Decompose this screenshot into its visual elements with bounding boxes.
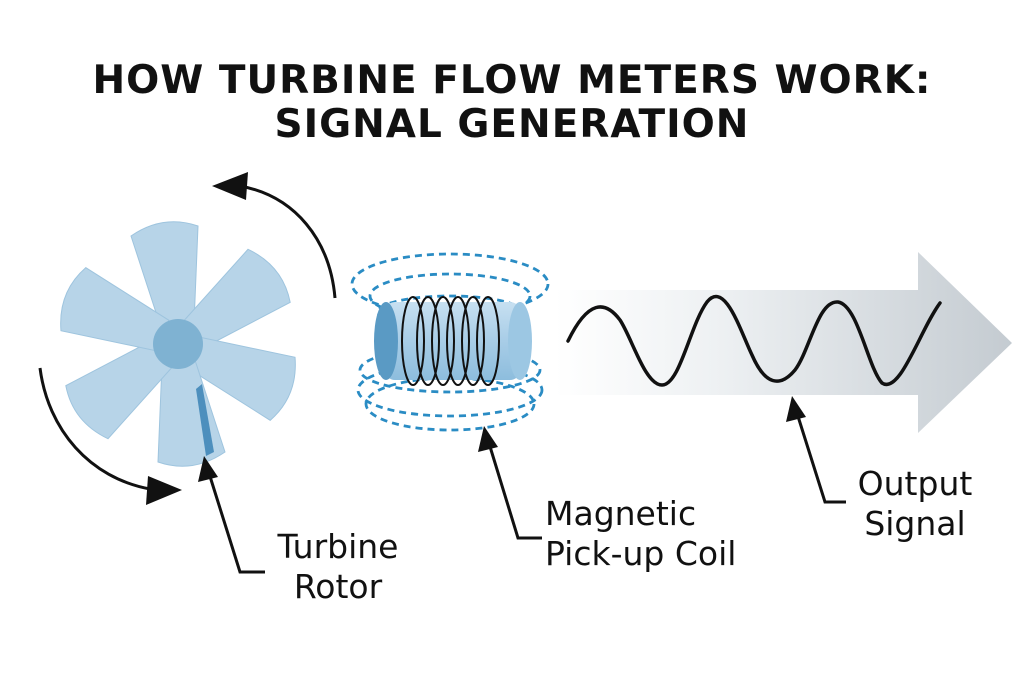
output-signal-label: Output Signal [850, 464, 980, 544]
output-signal-arrow [555, 252, 1012, 433]
pickup-coil [374, 296, 532, 386]
rotor-blade [130, 221, 199, 335]
rotor-blade [65, 339, 178, 440]
coil-windings [401, 296, 500, 386]
output-signal-label-line-2: Signal [864, 504, 966, 543]
coil-core-end [374, 302, 398, 380]
rotation-arrow-top [212, 172, 337, 299]
rotor-blade [60, 267, 170, 353]
rotor-blade-edge [196, 384, 214, 456]
turbine-rotor-label-line-2: Rotor [293, 567, 383, 606]
diagram-title-line-1: HOW TURBINE FLOW METERS WORK: [92, 58, 932, 103]
output-signal-label-line-1: Output [857, 464, 973, 503]
signal-pointer-arrow [786, 396, 846, 504]
rotor-pointer-arrow [198, 456, 265, 574]
coil-pointer-arrow [478, 426, 542, 540]
diagram-title-line-2: SIGNAL GENERATION [274, 102, 750, 147]
pickup-coil-label-line-2: Pick-up Coil [545, 534, 737, 573]
turbine-rotor-label: Turbine Rotor [268, 527, 408, 607]
turbine-rotor [60, 221, 296, 467]
rotor-hub [153, 319, 203, 369]
rotor-blade [178, 248, 291, 349]
pickup-coil-label-line-1: Magnetic [545, 494, 697, 533]
rotor-blade [186, 335, 296, 421]
rotation-arrow-bottom [38, 367, 182, 505]
turbine-rotor-label-line-1: Turbine [277, 527, 399, 566]
pickup-coil-label: Magnetic Pick-up Coil [545, 494, 736, 574]
output-signal-wave [566, 294, 942, 387]
